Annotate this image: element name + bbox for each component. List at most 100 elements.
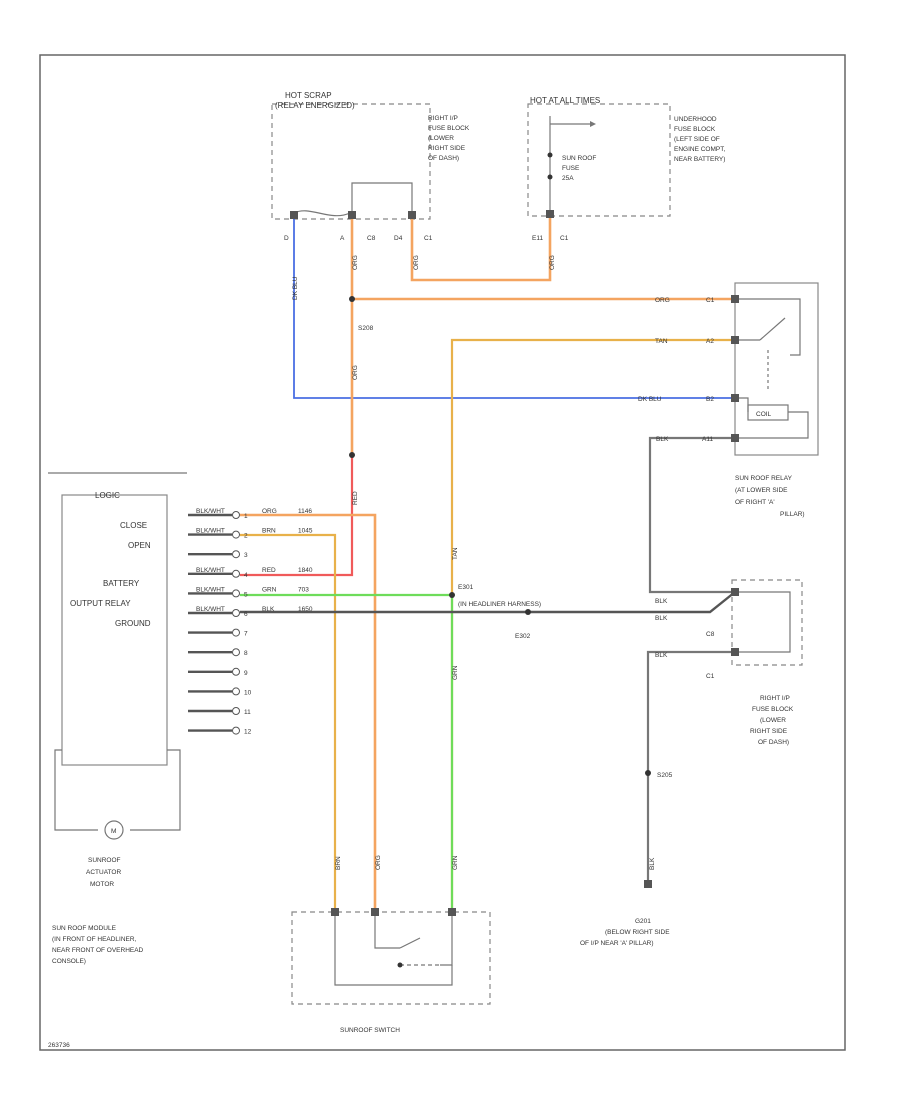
module-pin-terminal — [232, 648, 240, 657]
module-pin-number: 7 — [244, 631, 248, 638]
wire-label-org-d4: ORG — [413, 255, 420, 270]
underhood-desc-1: UNDERHOOD — [674, 116, 717, 123]
module-wire-circuit: 1650 — [298, 606, 313, 613]
hot-at-all-times-label: HOT AT ALL TIMES — [530, 96, 600, 105]
diagram-frame — [39, 54, 846, 1051]
module-pin-number: 1 — [244, 513, 248, 520]
motor-symbol: M — [111, 828, 116, 835]
module-label-close: CLOSE — [120, 521, 147, 530]
relay-pin-a11: A11 — [702, 436, 713, 443]
ground-g201-desc-2: OF I/P NEAR 'A' PILLAR) — [580, 940, 654, 947]
fuse-mid-wire-blk-2: BLK — [655, 615, 668, 622]
module-label-open: OPEN — [128, 541, 151, 550]
splice-e302: E302 — [515, 633, 531, 640]
module-pin-terminal — [232, 511, 240, 519]
wire-label-org-mid: ORG — [352, 365, 359, 380]
fuse-mid-desc-1: RIGHT I/P — [760, 695, 790, 702]
relay-desc-2: (AT LOWER SIDE — [735, 487, 788, 494]
hot-strap-fuse-block: HOT SCRAP (RELAY ENERGIZED) RIGHT I/P FU… — [271, 91, 470, 242]
module-wire-circuit: 1146 — [298, 508, 312, 515]
hot-strap-label: HOT SCRAP — [285, 91, 332, 100]
wire-grn — [240, 593, 454, 908]
wire-label-grn-low: GRN — [452, 855, 459, 870]
underhood-desc-2: FUSE BLOCK — [674, 126, 716, 133]
relay-wire-dk-blu: DK BLU — [638, 396, 662, 403]
wire-label-org-close: ORG — [375, 855, 382, 870]
fuse-mid-desc-4: RIGHT SIDE — [750, 728, 788, 735]
underhood-desc-4: ENGINE COMPT, — [674, 146, 725, 153]
underhood-fuse-block: HOT AT ALL TIMES SUN ROOF FUSE 25A UNDER… — [527, 96, 725, 242]
relay-desc-4: PILLAR) — [780, 511, 805, 518]
module-pin-number: 8 — [244, 650, 248, 657]
fuse-mid-wire-blk-3: BLK — [655, 652, 668, 659]
underhood-desc-3: (LEFT SIDE OF — [674, 136, 720, 143]
module-pin-number: 12 — [244, 729, 252, 736]
relay-desc-1: SUN ROOF RELAY — [735, 475, 793, 482]
pin-e11: E11 — [532, 235, 543, 242]
pin-d4: D4 — [394, 235, 403, 242]
module-wire-prefix: BLK/WHT — [196, 508, 225, 515]
pin-a: A — [340, 235, 345, 242]
fuse-block-top-desc-3: (LOWER — [428, 135, 454, 142]
module-pin-terminal — [232, 589, 240, 598]
module-pin-number: 9 — [244, 670, 248, 677]
relay-coil-label: COIL — [756, 411, 772, 418]
module-desc-3: NEAR FRONT OF OVERHEAD — [52, 947, 144, 954]
splice-e301-desc: (IN HEADLINER HARNESS) — [458, 601, 541, 608]
sunroof-relay: COIL — [731, 282, 819, 456]
module-pin-number: 5 — [244, 591, 248, 598]
splice-e301: E301 — [458, 584, 474, 591]
fuse-mid-pin-c8: C8 — [706, 631, 715, 638]
module-pin-number: 2 — [244, 533, 248, 540]
module-pin-number: 4 — [244, 572, 248, 579]
wire-label-blk-ground: BLK — [649, 857, 656, 870]
footer-code: 263736 — [48, 1042, 70, 1049]
module-pin-terminal — [232, 726, 240, 735]
wire-label-dk-blu-vert: DK BLU — [292, 276, 299, 300]
wire-blk-to-ground — [646, 650, 735, 880]
module-pin-terminal — [232, 667, 240, 676]
module-desc-2: (IN FRONT OF HEADLINER, — [52, 936, 137, 943]
module-wire-color: ORG — [262, 508, 277, 515]
module-logic-label: LOGIC — [95, 491, 120, 500]
module-wire-prefix: BLK/WHT — [196, 606, 225, 613]
fuse-block-top-desc-1: RIGHT I/P — [428, 115, 458, 122]
fuse-mid-desc-5: OF DASH) — [758, 739, 789, 746]
wire-label-red: RED — [352, 491, 359, 505]
fuse-mid-wire-blk-1: BLK — [655, 598, 668, 605]
relay-wire-tan: TAN — [655, 338, 668, 345]
module-wire-color: GRN — [262, 586, 277, 593]
splice-s205: S205 — [657, 772, 673, 779]
sunroof-switch-label: SUNROOF SWITCH — [340, 1027, 400, 1034]
module-label-battery: BATTERY — [103, 579, 140, 588]
fuse-mid-desc-2: FUSE BLOCK — [752, 706, 794, 713]
module-wire-prefix: BLK/WHT — [196, 586, 225, 593]
module-pin-terminal — [232, 707, 240, 715]
module-pin-terminal — [232, 569, 240, 578]
wire-tan — [450, 338, 735, 908]
pin-c8: C8 — [367, 235, 376, 242]
relay-pin-a2: A2 — [706, 338, 714, 345]
module-wire-prefix: BLK/WHT — [196, 528, 225, 535]
relay-pin-c1: C1 — [706, 297, 715, 304]
module-wire-color: BLK — [262, 606, 275, 613]
module-pin-number: 6 — [244, 611, 248, 618]
wire-red-battery — [240, 455, 354, 577]
module-label-ground: GROUND — [115, 619, 151, 628]
relay-wire-org: ORG — [655, 297, 670, 304]
sunroof-fuse-label-3: 25A — [562, 175, 574, 182]
hot-strap-sub-label: (RELAY ENERGIZED) — [275, 101, 355, 110]
wire-label-brn: BRN — [335, 856, 342, 870]
module-wire-circuit: 703 — [298, 586, 309, 593]
module-pin-number: 11 — [244, 709, 251, 716]
module-pin-number: 3 — [244, 552, 248, 559]
module-wire-circuit: 1840 — [298, 567, 313, 574]
wire-label-org-fuse: ORG — [549, 255, 556, 270]
module-pin-terminal — [232, 550, 240, 559]
wire-brn-open — [240, 533, 337, 908]
fuse-block-top-desc-5: OF DASH) — [428, 155, 459, 162]
module-pin-number: 10 — [244, 689, 252, 696]
module-desc-4: CONSOLE) — [52, 958, 86, 965]
